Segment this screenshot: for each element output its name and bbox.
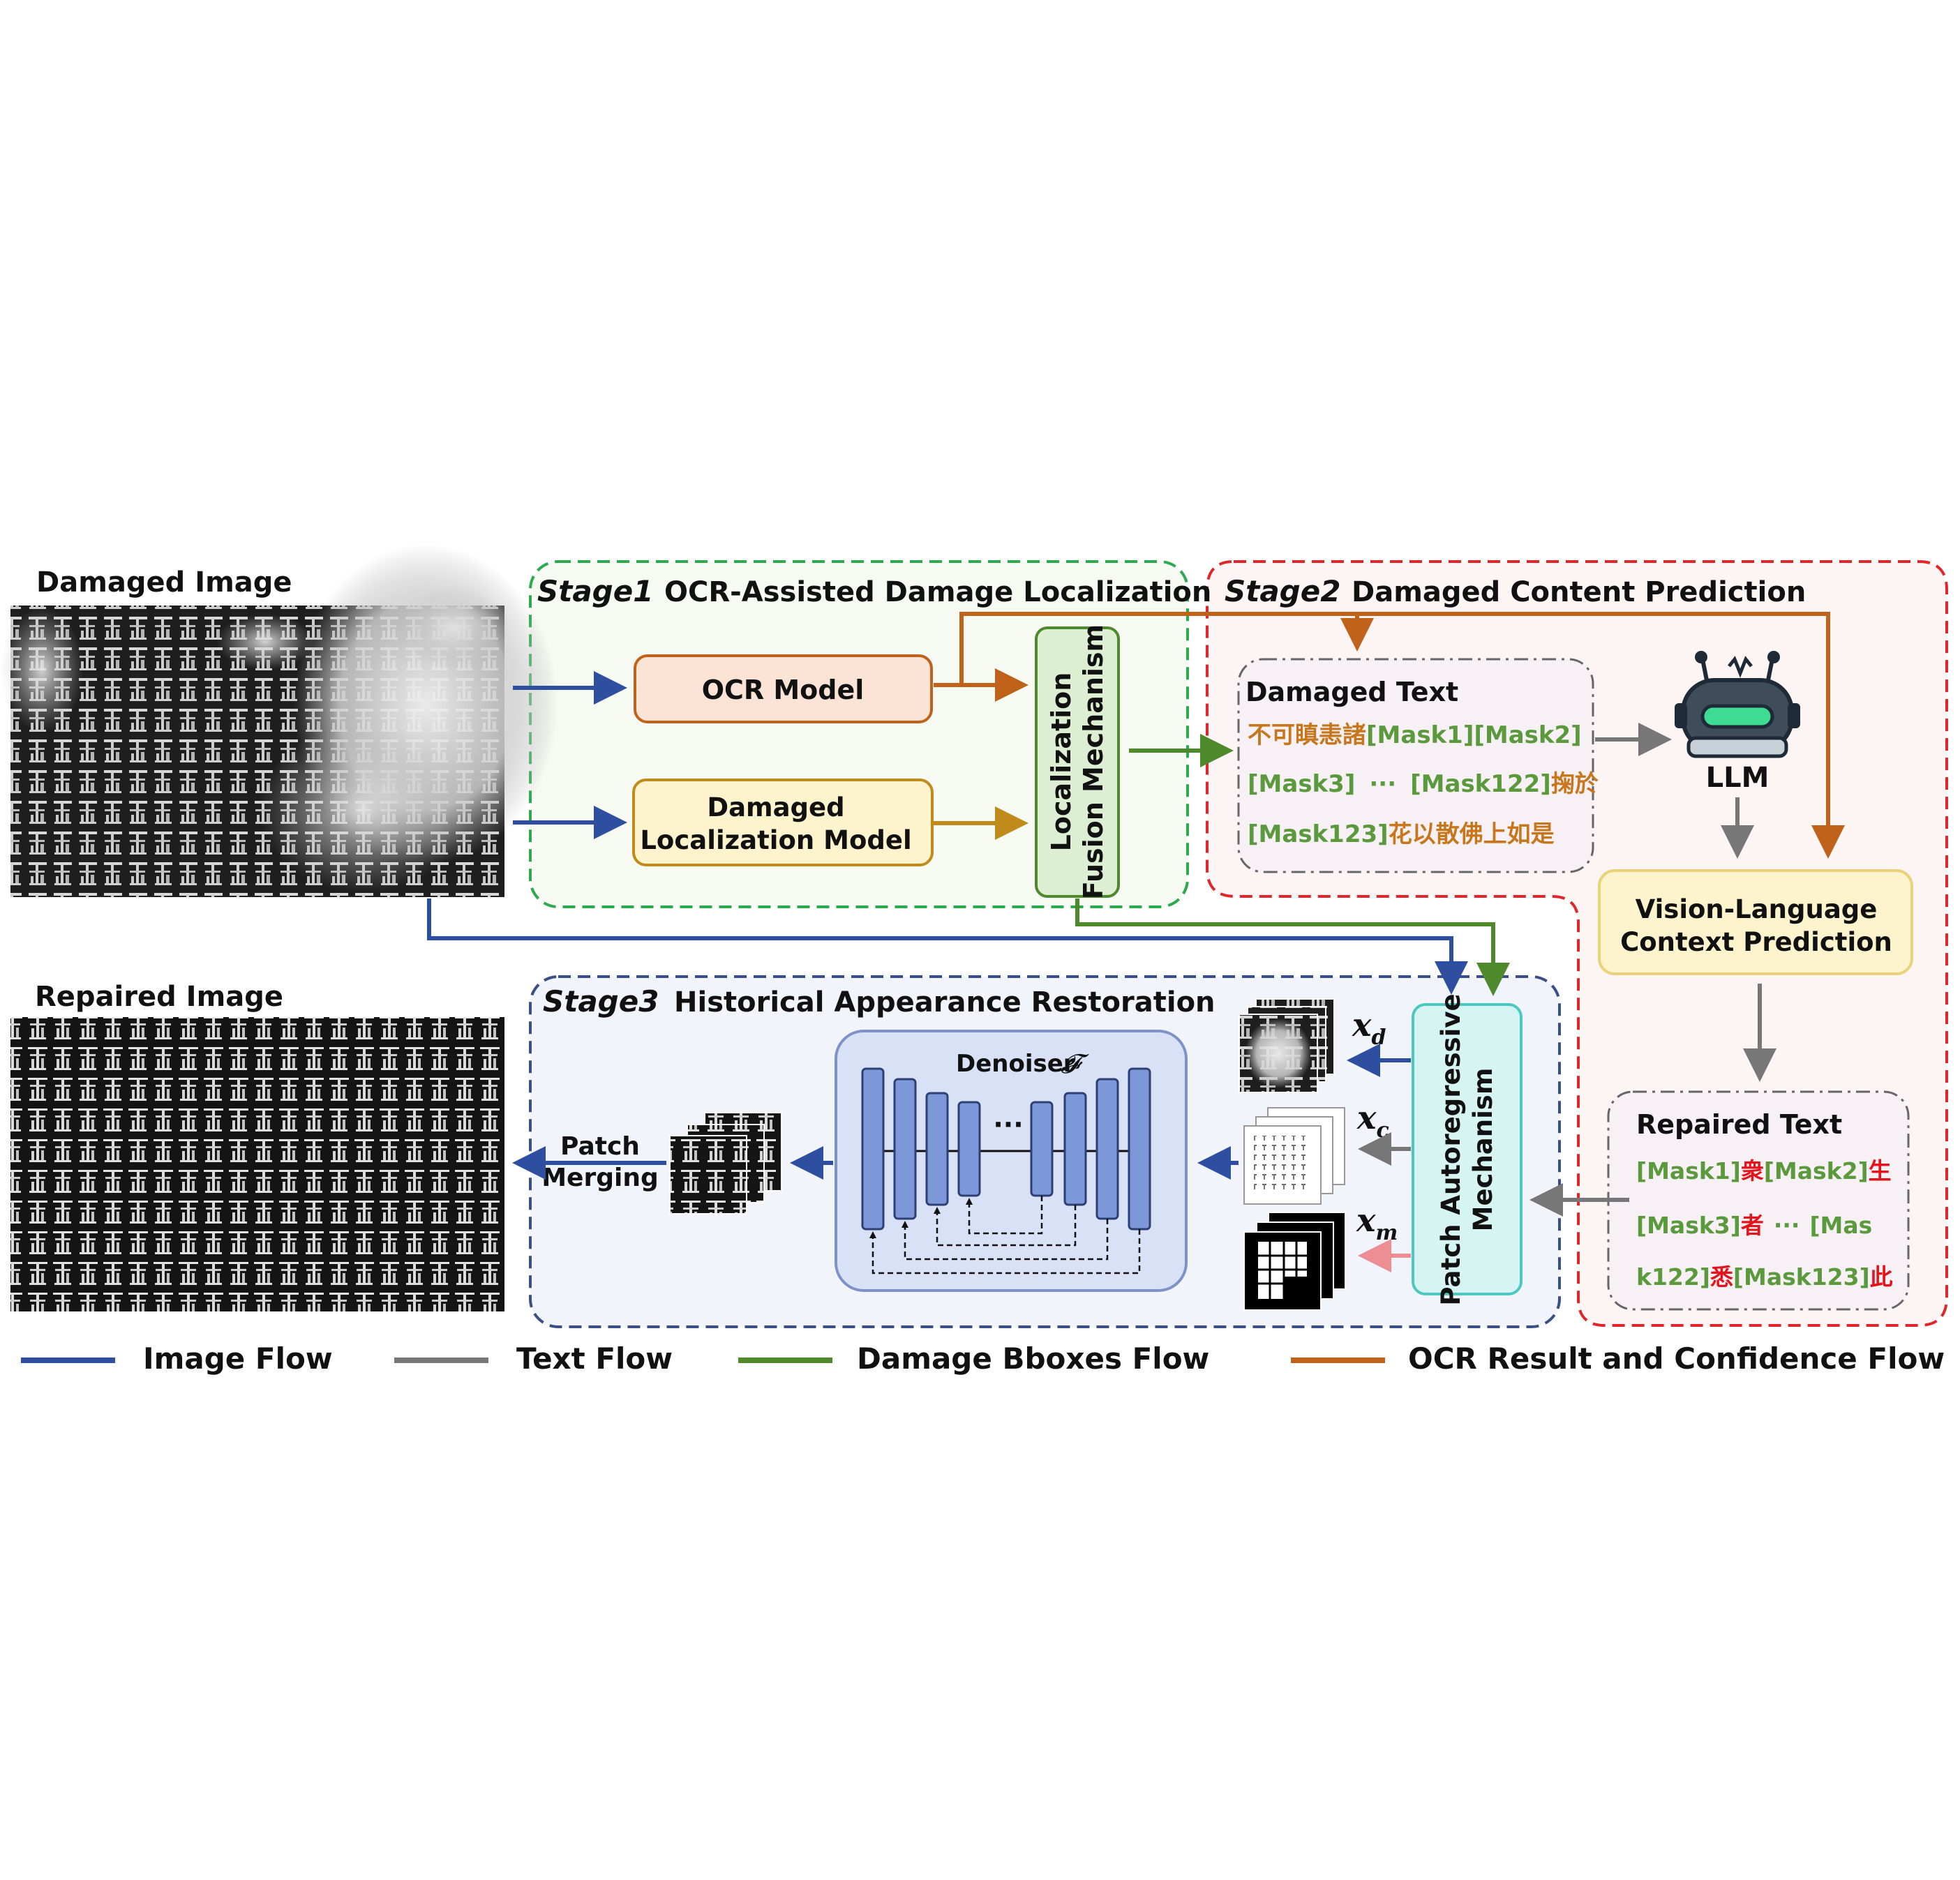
pam-line1: Patch Autoregressive (1436, 993, 1466, 1305)
dlm-label-line1: Damaged (707, 792, 844, 822)
stage2-title: Damaged Content Prediction (1352, 576, 1806, 608)
rt-l2-mask3: [Mask3] (1636, 1212, 1741, 1239)
xd-patch-stack (1239, 998, 1335, 1093)
repaired-text-line2: [Mask3]者 ··· [Mas (1636, 1212, 1872, 1239)
rt-l1-char2: 生 (1869, 1157, 1892, 1185)
stage3-title: Historical Appearance Restoration (674, 986, 1215, 1018)
dlm-label-line2: Localization Model (640, 825, 911, 855)
xm-base: x (1356, 1201, 1376, 1239)
legend-label-bbox-flow: Damage Bboxes Flow (857, 1341, 1209, 1376)
patch-merging-line2: Merging (541, 1164, 659, 1192)
damaged-text-line2: [Mask3] ··· [Mask122]掬於 (1248, 770, 1599, 798)
repaired-text-line1: [Mask1]衆[Mask2]生 (1636, 1157, 1892, 1185)
stage1-tag: Stage1 (537, 574, 653, 608)
legend-label-text-flow: Text Flow (516, 1341, 673, 1376)
stage2-tag: Stage2 (1225, 574, 1340, 608)
unet-icon (861, 1067, 1151, 1231)
denoiser-label: Denoiser (956, 1050, 1075, 1078)
robot-icon (1675, 651, 1800, 758)
xc-base: x (1356, 1099, 1377, 1136)
repaired-image (10, 1017, 504, 1311)
xm-sub: m (1375, 1221, 1398, 1245)
rt-l3-k122: k122] (1636, 1263, 1710, 1291)
dt-l3-mask123: [Mask123] (1248, 820, 1389, 848)
legend-label-image-flow: Image Flow (143, 1341, 333, 1376)
rt-l1-mask1: [Mask1] (1636, 1157, 1741, 1185)
rt-l2-dots: ··· (1774, 1212, 1800, 1239)
lfm-label-line2: Fusion Mechanism (1078, 624, 1109, 899)
localization-fusion-box (1035, 626, 1120, 898)
damaged-text-box (1237, 658, 1594, 873)
dt-l1-ocr: 不可瞋恚諸 (1248, 721, 1366, 749)
ocr-model-box (634, 654, 933, 723)
damaged-text-line3: [Mask123]花以散佛上如是 (1248, 820, 1555, 848)
vision-language-box (1598, 869, 1913, 975)
rt-l1-char1: 衆 (1741, 1157, 1764, 1185)
dt-l1-mask: [Mask1][Mask2] (1366, 721, 1582, 749)
xm-patch-stack (1243, 1212, 1346, 1311)
rt-l2-char: 者 (1741, 1212, 1764, 1239)
damaged-image-label: Damaged Image (36, 566, 292, 599)
stage1-title: OCR-Assisted Damage Localization (664, 576, 1211, 608)
arrow-img-to-pam (427, 898, 1468, 995)
dt-l2-mask122: [Mask122] (1410, 770, 1551, 798)
ocr-model-label: OCR Model (702, 675, 865, 705)
repaired-text-line3: k122]悉[Mask123]此 (1636, 1263, 1893, 1291)
rt-l2-mas: [Mas (1809, 1212, 1872, 1239)
repaired-image-label: Repaired Image (35, 981, 283, 1013)
lfm-label-line1: Localization (1046, 672, 1077, 852)
stage3-tag: Stage3 (543, 984, 659, 1018)
xd-sub: d (1371, 1025, 1386, 1050)
patch-autoregressive-box (1412, 1003, 1523, 1295)
dt-l3-ocr: 花以散佛上如是 (1389, 820, 1555, 848)
damaged-text-title: Damaged Text (1245, 677, 1458, 707)
damaged-localization-model-box (632, 779, 934, 866)
pam-line2: Mechanism (1468, 1068, 1498, 1232)
vlcp-line2: Context Prediction (1620, 927, 1892, 957)
rt-l3-mask123: [Mask123] (1733, 1263, 1870, 1291)
legend-label-ocr-flow: OCR Result and Confidence Flow (1408, 1341, 1945, 1376)
rt-l3-char2: 此 (1870, 1263, 1893, 1291)
rt-l3-char1: 悉 (1710, 1263, 1733, 1291)
skip-connections (869, 1196, 1141, 1274)
damaged-image (0, 544, 558, 897)
vlcp-line1: Vision-Language (1636, 894, 1878, 924)
arrow-ocr-to-stage2 (959, 612, 1845, 859)
xm-label: xm (1356, 1201, 1398, 1245)
xd-base: x (1352, 1006, 1372, 1044)
patch-merging-line1: Patch (560, 1132, 640, 1161)
damaged-text-line1: 不可瞋恚諸[Mask1][Mask2] (1248, 721, 1582, 749)
xc-sub: c (1376, 1118, 1389, 1143)
repaired-text-title: Repaired Text (1636, 1109, 1842, 1140)
dt-l2-ocr: 掬於 (1551, 770, 1599, 798)
rt-l1-mask2: [Mask2] (1764, 1157, 1869, 1185)
legend: Image Flow Text Flow Damage Bboxes Flow … (21, 1341, 1945, 1376)
arrow-lfm-to-pam (1075, 898, 1510, 996)
dt-l2-dots: ··· (1369, 770, 1396, 798)
unet-dots: ··· (993, 1109, 1023, 1140)
llm-label: LLM (1706, 762, 1770, 794)
xc-patch-stack (1243, 1107, 1345, 1205)
merged-patch-stack (669, 1112, 782, 1215)
dt-l2-mask3: [Mask3] (1248, 770, 1355, 798)
